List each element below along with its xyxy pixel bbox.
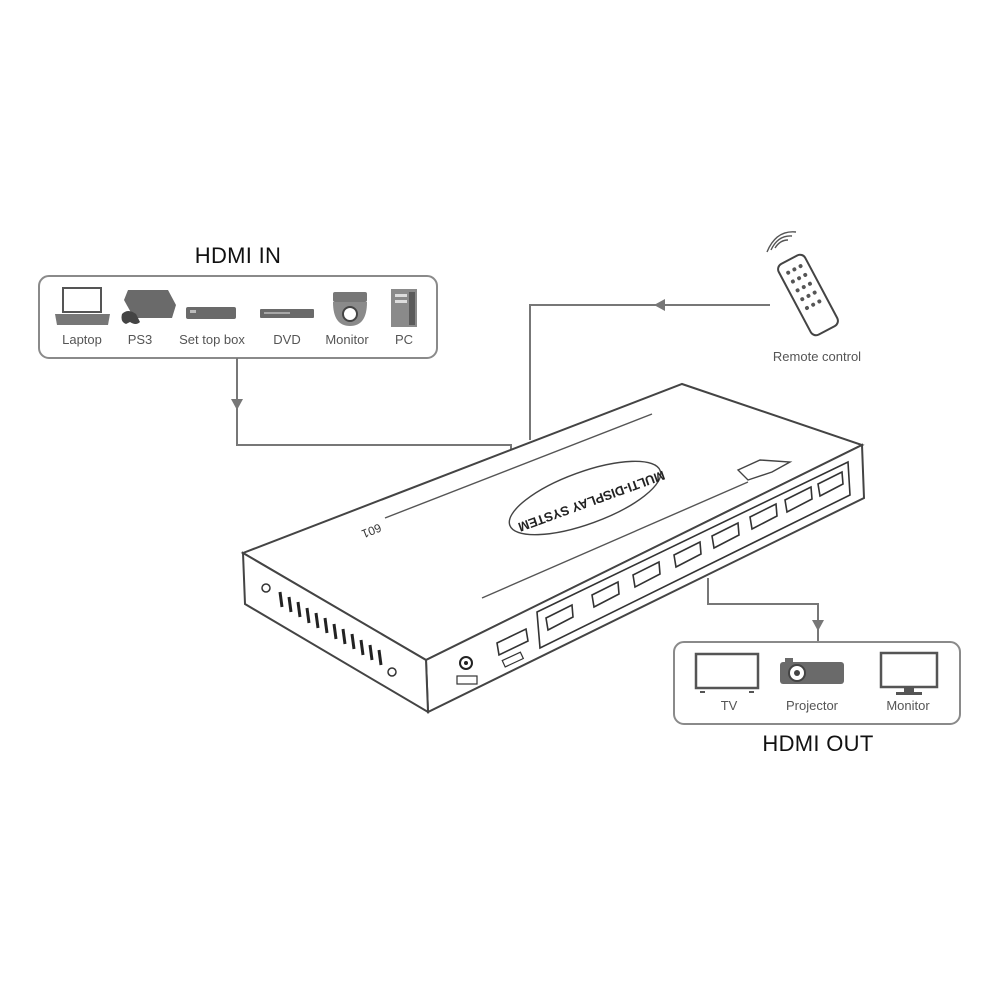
- set-top-box-icon: [186, 307, 236, 319]
- hdmi-out-panel: TV Projector Monitor: [673, 641, 961, 725]
- tv-icon: [694, 652, 760, 693]
- hdmi-output-port: [673, 540, 702, 569]
- hdmi-output-port: [817, 470, 844, 498]
- game-console-icon: [121, 290, 176, 324]
- ventilation-slots: [261, 583, 397, 677]
- hdmi-output-port: [749, 502, 778, 531]
- remote-control-icon: [766, 231, 839, 337]
- output-wire: [707, 578, 824, 642]
- remote-signal-wire: [529, 299, 770, 440]
- dvd-player-icon: [260, 309, 314, 318]
- output-port-panel: [536, 460, 851, 650]
- hdmi-in-panel: Laptop PS3 Set top box DVD Monitor: [38, 275, 438, 359]
- hdmi-output-port: [632, 560, 661, 589]
- device-label-projector: Projector: [786, 698, 839, 713]
- laptop-icon: [55, 287, 110, 325]
- projector-icon: [780, 658, 844, 684]
- hdmi-output-port: [711, 521, 740, 550]
- brand-mark-icon: [736, 459, 793, 481]
- hdmi-output-port: [784, 485, 813, 514]
- hdmi-output-ports: [545, 470, 844, 632]
- device-label-dvd: DVD: [273, 332, 300, 347]
- hdmi-in-title: HDMI IN: [195, 243, 281, 268]
- device-label-laptop: Laptop: [62, 332, 102, 347]
- brand-logo-ring: [508, 460, 662, 536]
- hdmi-output-port: [591, 580, 620, 609]
- power-jack-icon: [456, 656, 478, 685]
- matrix-switch-device: 601 MULTI-DISPLAY SYSTEM: [240, 382, 866, 714]
- hdmi-out-title: HDMI OUT: [762, 731, 873, 756]
- device-label-ps3: PS3: [128, 332, 153, 347]
- device-label-set-top-box: Set top box: [179, 332, 245, 347]
- device-label-pc: PC: [395, 332, 413, 347]
- remote-control-label: Remote control: [773, 349, 861, 364]
- device-label-monitor-in: Monitor: [325, 332, 369, 347]
- device-label-monitor-out: Monitor: [886, 698, 930, 713]
- monitor-icon: [879, 651, 939, 695]
- pc-tower-icon: [391, 289, 417, 327]
- hdmi-input-port: [496, 627, 529, 668]
- device-label-tv: TV: [721, 698, 738, 713]
- hdmi-output-port: [545, 603, 574, 632]
- security-camera-icon: [333, 292, 367, 326]
